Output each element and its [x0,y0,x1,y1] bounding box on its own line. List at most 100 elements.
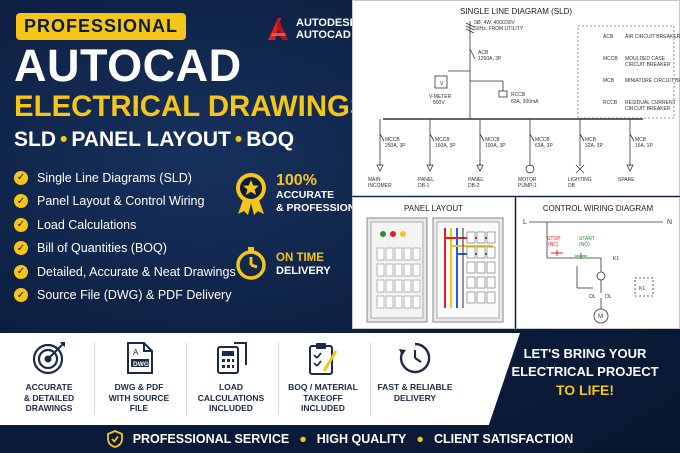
sld-supply2: 50Hz, FROM UTILITY [474,26,524,32]
stopwatch-icon [236,247,266,280]
breaker-module [385,279,394,293]
feature-label: Bill of Quantities (BOQ) [37,241,167,256]
service-line: DELIVERY [393,392,437,403]
ctrl-ol-label: OL [589,294,596,300]
service-line: CALCULATIONS [197,392,265,403]
legend-desc: RESIDUAL CURRENT [625,100,676,106]
feature-list: ✓Single Line Diagrams (SLD) ✓Panel Layou… [14,166,236,307]
feeder-load: MOTOR [518,177,537,183]
accuracy-line2: & PROFESSIONAL [276,202,370,214]
ctrl-n-label: N [667,219,672,226]
breaker-module [412,295,421,309]
breaker-module [385,247,394,261]
breaker-module [385,263,394,277]
breaker-module [466,276,476,289]
v-letter: V [440,81,444,87]
cta-line3: TO LIFE! [555,382,615,398]
list-item: ✓Load Calculations [14,213,236,237]
bottom-bar: PROFESSIONAL SERVICE ● HIGH QUALITY ● CL… [0,425,680,453]
service-line: DRAWINGS [25,403,73,413]
sld-vmeter-label: V-METER [429,94,452,100]
breaker-module [403,295,412,309]
autodesk-logo: AUTODESK AUTOCAD [266,17,358,41]
feeder-breaker [579,133,585,142]
feeder-load: SPARE [618,177,635,183]
list-item: ✓Detailed, Accurate & Neat Drawings [14,260,236,284]
ontime-guarantee: ON TIME DELIVERY [234,246,331,280]
feeder-rating: 160A, 3P [435,143,456,149]
single-line-diagram: SINGLE LINE DIAGRAM (SLD) V 3Ø, 4W, 400/… [352,0,680,196]
medal-star-icon [236,173,266,215]
divider [94,343,95,415]
subtitle-sep: • [234,128,243,151]
feeder-load: MAIN [368,177,381,183]
breaker-module [376,263,385,277]
bottom-sep: ● [299,432,307,446]
divider [278,343,279,415]
feature-label: Panel Layout & Control Wiring [37,194,205,209]
svg-text:A: A [133,348,139,357]
feeder-arrow [426,164,434,172]
feeder-rating: 63A, 3P [535,143,553,149]
ctrl-stop-label: STOP [547,236,561,242]
sld-acb-rating: 1250A, 3P [478,56,502,62]
breaker-module [476,231,486,244]
list-item: ✓Source File (DWG) & PDF Delivery [14,284,236,308]
subtitle-sep: • [60,128,68,151]
feeder-type: MCCB [535,137,550,143]
breaker-module [394,279,403,293]
autodesk-logo-line1: AUTODESK [296,17,358,29]
svg-text:DWG: DWG [133,361,149,368]
feeder-load: PUMP-1 [518,183,537,189]
ctrl-stop-nc: (NC) [548,242,559,248]
legend-desc: AIR CIRCUIT BREAKER [625,34,680,40]
feeder-load: PANEL [468,177,484,183]
breaker-module [486,261,496,274]
feeder-load: DB-2 [468,183,480,189]
ontime-line1: ON TIME [276,252,324,264]
breaker-module [403,263,412,277]
subtitle-panel-layout: PANEL LAYOUT [71,128,231,151]
accuracy-guarantee: 100% ACCURATE & PROFESSIONAL [234,172,369,216]
feature-label: Detailed, Accurate & Neat Drawings [37,264,236,279]
motor-symbol [525,164,535,174]
service-line: & DETAILED [23,392,75,403]
breaker-module [376,295,385,309]
control-wiring-title: CONTROL WIRING DIAGRAM [542,204,654,213]
check-icon: ✓ [14,241,28,256]
breaker-module [385,295,394,309]
feeder-type: MCCB [485,137,500,143]
panel-layout-drawing [366,217,504,323]
clipboard-icon [309,343,338,375]
ctrl-l-label: L [523,219,527,226]
ctrl-motor-label: M [598,314,603,320]
breaker-module [403,279,412,293]
legend-desc: MOULDED CASE [625,56,666,62]
breaker-module [466,291,476,304]
legend-code: MCCB [603,56,618,62]
calculator-icon [217,342,247,374]
feeder-load: DB-1 [418,183,430,189]
check-icon: ✓ [14,288,28,303]
accuracy-percent: 100% [276,172,317,189]
panel-layout-title: PANEL LAYOUT [404,204,463,213]
feeder-type: MCCB [385,137,400,143]
sld-rccb-label: RCCB [511,92,526,98]
breaker-module [412,263,421,277]
shield-check-icon [106,430,123,448]
service-line: ACCURATE [25,382,73,392]
panel-layout: PANEL LAYOUT [352,197,515,329]
autodesk-a-icon [268,18,288,40]
legend-desc: CIRCUIT BREAKER [625,62,671,68]
breaker-module [486,291,496,304]
call-to-action: LET'S BRING YOUR ELECTRICAL PROJECT TO L… [500,345,670,399]
breaker-module [412,279,421,293]
feeder-rating: 100A, 3P [485,143,506,149]
feeder-rating: 16A, 1P [635,143,653,149]
list-item: ✓ Bill of Quantities (BOQ) [14,237,236,261]
breaker-module [394,295,403,309]
feeder-type: MCB [585,137,597,143]
check-icon: ✓ [14,194,28,209]
